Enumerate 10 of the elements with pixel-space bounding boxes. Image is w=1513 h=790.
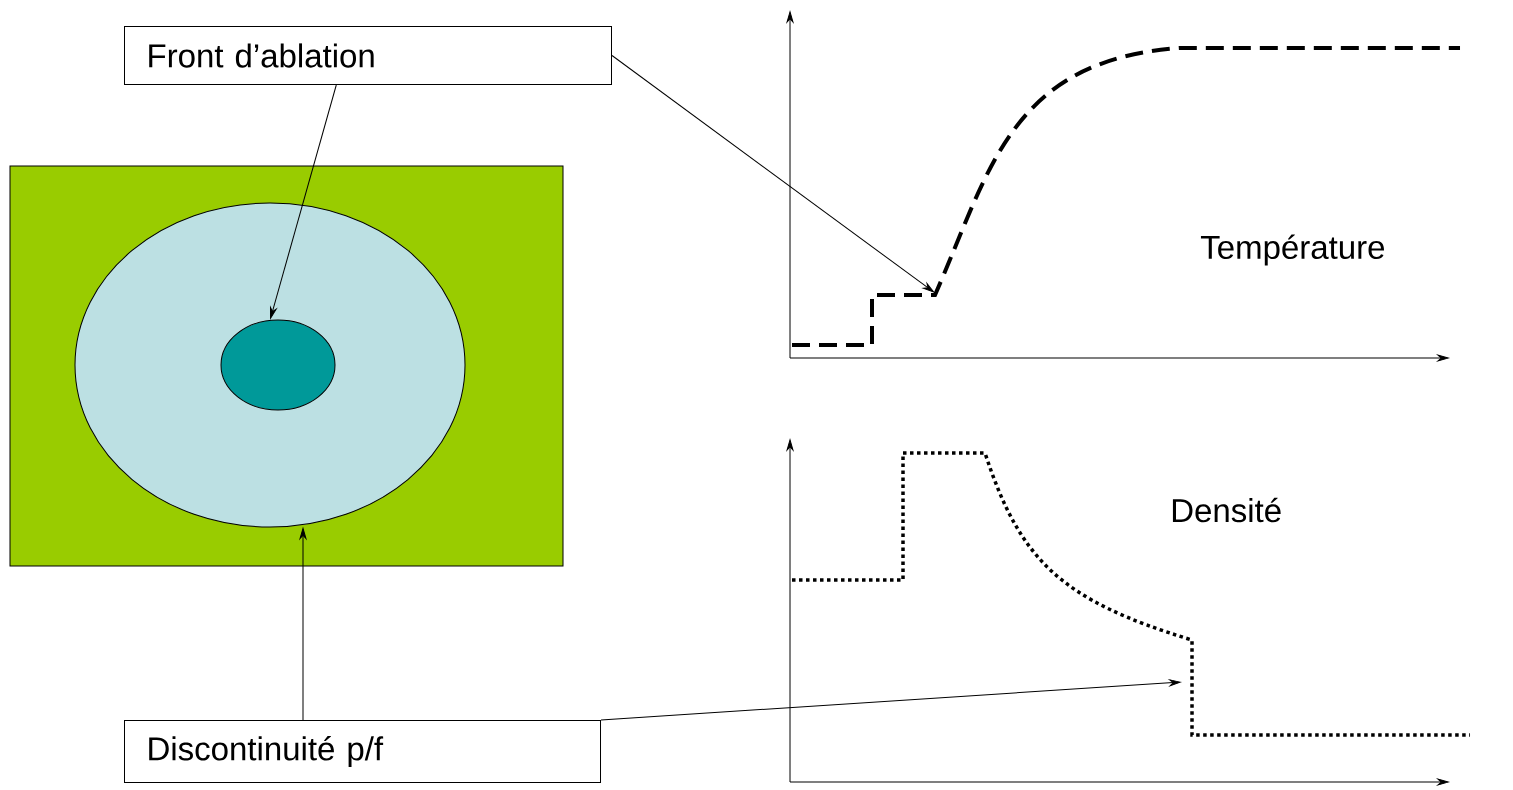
chart-label: Densité [1172,497,1281,523]
arrow [611,55,935,293]
arrow [600,679,1181,721]
arrow [270,84,337,319]
text-box: Discontinuité p/f [124,720,601,783]
arrow [299,527,307,721]
text-box: Front d’ablation [124,26,612,85]
ellipse [220,319,336,411]
ellipse [74,202,466,528]
chart-label: Température [1200,234,1384,266]
